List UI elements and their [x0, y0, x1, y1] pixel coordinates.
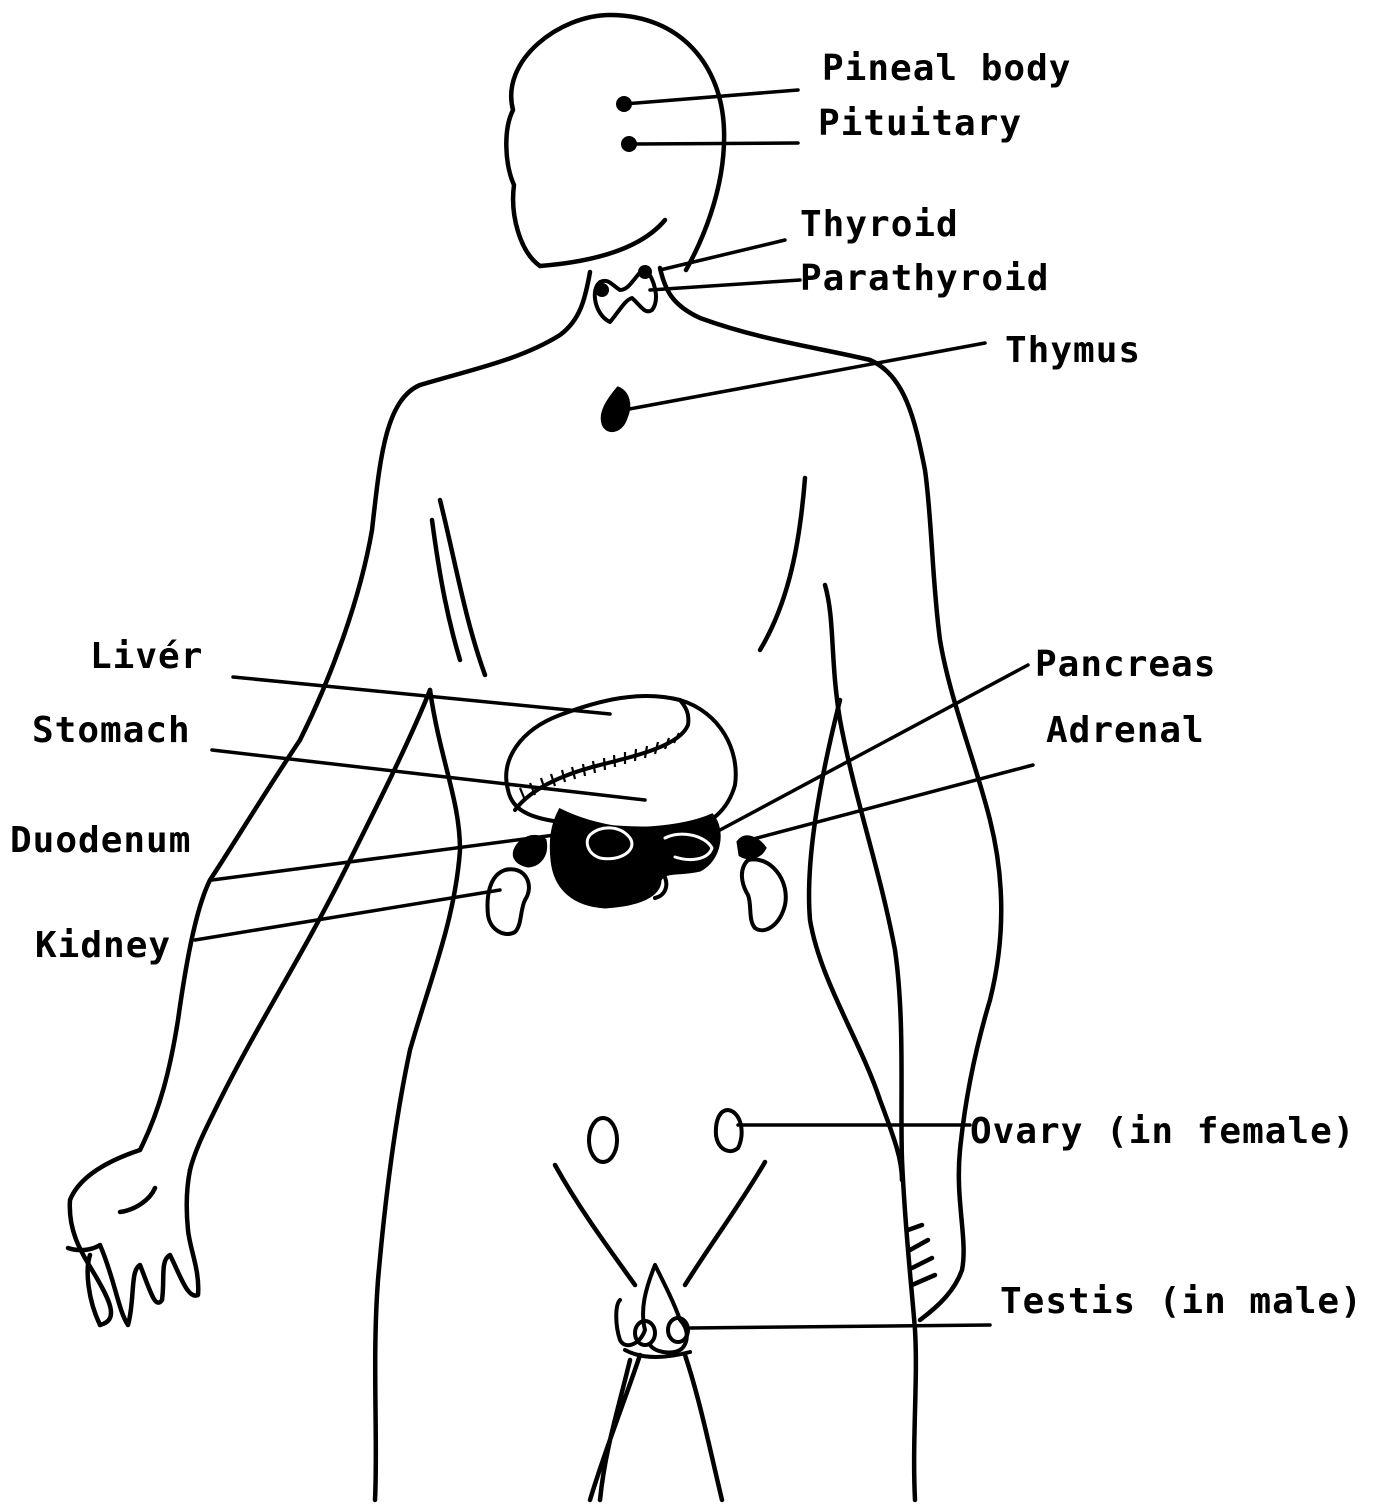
ovary-left [589, 1118, 617, 1162]
ovary-right [716, 1110, 742, 1151]
leader-parathyroid [650, 280, 800, 290]
left-waist-outline [375, 690, 460, 1500]
label-thymus: Thymus [1005, 330, 1141, 371]
label-thyroid: Thyroid [800, 204, 959, 245]
left-groin-line [555, 1165, 635, 1285]
leader-pituitary [629, 143, 798, 144]
leader-adrenal [742, 765, 1033, 842]
liver-outline [506, 696, 735, 829]
leader-duodenum [212, 835, 555, 880]
right-groin-line [685, 1162, 765, 1285]
leader-thymus [624, 343, 985, 410]
label-kidney: Kidney [35, 925, 171, 966]
left-hand-outline [68, 1170, 198, 1325]
right-inner-arm-outline [825, 585, 916, 1500]
label-pineal: Pineal body [822, 48, 1071, 89]
leader-pineal [624, 90, 798, 104]
label-pancreas: Pancreas [1035, 644, 1216, 685]
label-liver: Livér [90, 636, 203, 677]
parathyroid-right [638, 265, 652, 279]
label-adrenal: Adrenal [1046, 710, 1205, 751]
right-torso-outline [660, 268, 1001, 1320]
label-pituitary: Pituitary [818, 103, 1022, 144]
leader-pancreas [720, 665, 1028, 830]
right-rib-line [760, 478, 805, 650]
right-waist-outline [809, 700, 902, 1180]
label-ovary: Ovary (in female) [970, 1111, 1355, 1152]
label-duodenum: Duodenum [10, 820, 191, 861]
label-stomach: Stomach [32, 710, 191, 751]
label-parathyroid: Parathyroid [800, 258, 1049, 299]
leader-thyroid [660, 240, 785, 270]
leader-testis [690, 1325, 990, 1328]
left-thumb-outline [120, 1188, 155, 1212]
kidney-left [488, 869, 529, 934]
kidney-right [742, 859, 786, 930]
left-rib-line-2 [432, 520, 460, 660]
labels: Pineal body Pituitary Thyroid Parathyroi… [10, 48, 1363, 1322]
leader-kidney [195, 890, 500, 940]
left-rib-line [440, 500, 485, 675]
inner-leg-lines [590, 1355, 722, 1500]
parathyroid-left [595, 283, 609, 297]
label-testis: Testis (in male) [1000, 1281, 1363, 1322]
chin-outline [540, 220, 665, 266]
